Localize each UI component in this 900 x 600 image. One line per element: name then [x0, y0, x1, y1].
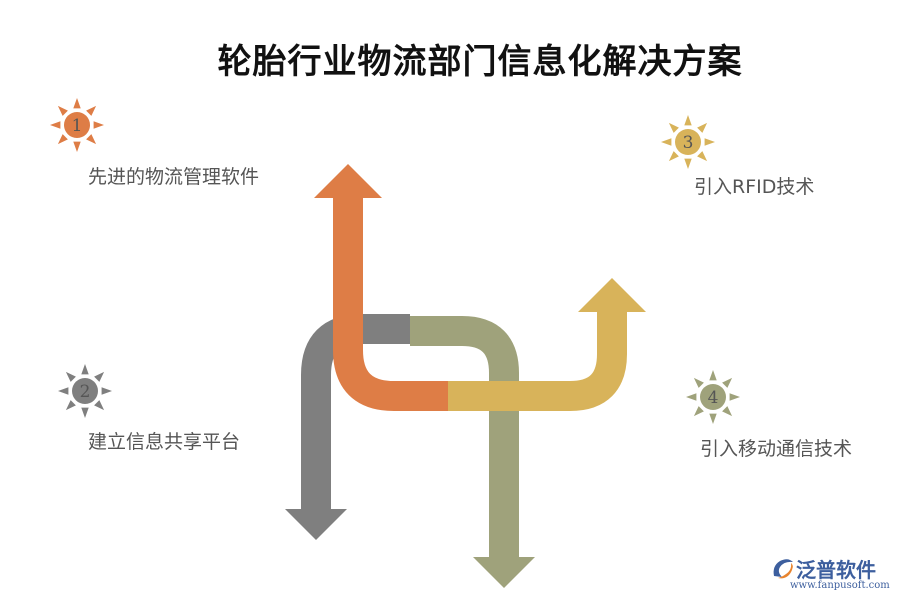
sun-ray: [101, 387, 112, 395]
arrow-olive-head: [473, 557, 535, 588]
sun-ray: [50, 121, 61, 129]
sun-ray: [684, 158, 692, 169]
sun-ray: [684, 115, 692, 126]
sun-icon: 2: [58, 364, 112, 418]
item-label-4: 引入移动通信技术: [700, 438, 853, 460]
sun-ray: [86, 105, 97, 116]
sun-number: 2: [80, 382, 91, 402]
sun-ray: [65, 400, 76, 411]
brand-logo: 泛普软件 www.fanpusoft.com: [770, 556, 892, 596]
sun-ray: [81, 407, 89, 418]
arrow-olive: [410, 316, 519, 560]
sun-badge-3: 3: [659, 113, 717, 175]
sun-ray: [693, 377, 704, 388]
sun-ray: [709, 370, 717, 381]
sun-ray: [661, 138, 672, 146]
arrow-gray-head: [285, 509, 347, 540]
sun-ray: [729, 393, 740, 401]
sun-ray: [73, 98, 81, 109]
sun-icon: 1: [50, 98, 104, 152]
arrow-orange: [333, 195, 448, 411]
item-label-2: 建立信息共享平台: [88, 431, 241, 453]
sun-badge-4: 4: [684, 368, 742, 430]
page-title: 轮胎行业物流部门信息化解决方案: [217, 42, 743, 82]
sun-ray: [697, 151, 708, 162]
sun-ray: [686, 393, 697, 401]
logo-url: www.fanpusoft.com: [790, 580, 890, 591]
sun-badge-2: 2: [56, 362, 114, 424]
sun-badge-1: 1: [48, 96, 106, 158]
sun-ray: [81, 364, 89, 375]
sun-ray: [93, 121, 104, 129]
sun-ray: [65, 371, 76, 382]
sun-ray: [704, 138, 715, 146]
sun-ray: [697, 122, 708, 133]
sun-number: 1: [72, 116, 83, 136]
sun-ray: [693, 406, 704, 417]
sun-ray: [57, 105, 68, 116]
arrow-gold-head: [578, 278, 646, 312]
sun-ray: [58, 387, 69, 395]
sun-ray: [709, 413, 717, 424]
sun-ray: [722, 406, 733, 417]
sun-ray: [722, 377, 733, 388]
sun-ray: [86, 134, 97, 145]
sun-ray: [57, 134, 68, 145]
sun-ray: [94, 371, 105, 382]
logo-name: 泛普软件: [796, 558, 876, 582]
fanpu-logo-icon: [773, 559, 793, 579]
sun-ray: [668, 151, 679, 162]
item-label-3: 引入RFID技术: [694, 176, 815, 198]
sun-icon: 4: [686, 370, 740, 424]
sun-number: 3: [683, 133, 694, 153]
sun-icon: 3: [661, 115, 715, 169]
arrow-orange-head: [314, 164, 382, 198]
sun-ray: [668, 122, 679, 133]
sun-ray: [94, 400, 105, 411]
sun-number: 4: [708, 388, 719, 408]
sun-ray: [73, 141, 81, 152]
item-label-1: 先进的物流管理软件: [88, 166, 260, 188]
arrow-gold: [448, 309, 627, 411]
